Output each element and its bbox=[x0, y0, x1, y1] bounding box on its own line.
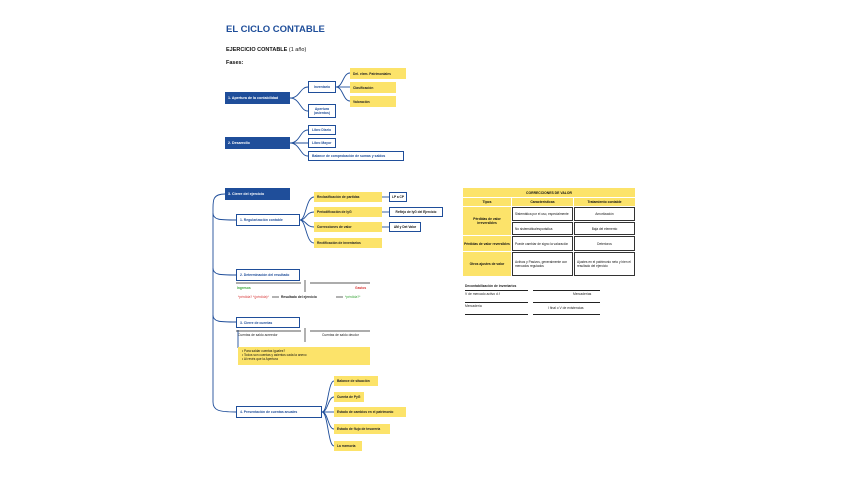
decontab-row2-left: Mercadería bbox=[465, 304, 482, 308]
presentacion-item: La memoria bbox=[334, 441, 362, 451]
regularizacion-target: AM y Det Valor bbox=[389, 222, 421, 232]
balance-comprobacion-node: Balance de comprobación de sumas y saldo… bbox=[308, 151, 404, 161]
cierre-cuentas-node: 3. Cierre de cuentas bbox=[236, 317, 300, 328]
presentacion-item: Balance de situación bbox=[334, 376, 378, 386]
phase1-node: 1. Apertura de la contabilidad bbox=[225, 92, 290, 104]
cierre-right: Cuentas de saldo deudor bbox=[322, 333, 359, 337]
decontab-rule bbox=[465, 302, 528, 303]
exercise-period: (1 año) bbox=[288, 47, 307, 53]
cierre-note: • Al revés que la Apertura bbox=[242, 357, 278, 362]
regularizacion-item: Reclasificación de partidas bbox=[314, 192, 382, 202]
libro-diario-node: Libro Diario bbox=[308, 125, 336, 135]
cierre-left: Cuentas de saldo acreedor bbox=[238, 333, 278, 337]
resultado-right-value: *pérdida?* bbox=[345, 295, 361, 299]
exercise-heading: EJERCICIO CONTABLE (1 año) bbox=[226, 47, 306, 53]
inventario-node: Inventario bbox=[308, 81, 336, 93]
corrections-char: Activos y Pasivos, generalmente con merc… bbox=[512, 252, 573, 276]
corrections-header: Tipos bbox=[463, 198, 511, 206]
corrections-type: Otros ajustes de valor bbox=[463, 252, 511, 276]
cierre-note: • Todos son cuentas y asientos cada la a… bbox=[242, 353, 307, 358]
regularizacion-item: Periodificación de IyG bbox=[314, 207, 382, 217]
libro-mayor-node: Libro Mayor bbox=[308, 138, 336, 148]
decontab-rule bbox=[465, 290, 528, 291]
presentacion-item: Estado de cambios en el patrimonio bbox=[334, 407, 406, 417]
phase2-node: 2. Desarrollo bbox=[225, 137, 290, 149]
corrections-header: Características bbox=[512, 198, 573, 206]
decontab-rule bbox=[533, 290, 600, 291]
presentacion-item: Cuenta de PyG bbox=[334, 392, 364, 402]
decontab-row2-right: I final o V de existencias bbox=[548, 306, 584, 310]
phase3-node: 3. Cierre del ejercicio bbox=[225, 188, 290, 200]
cierre-notes: • Para saldar cuentas iguales? • Todos s… bbox=[238, 347, 370, 365]
corrections-type: Pérdidas de valor reversibles bbox=[463, 236, 511, 251]
regularizacion-item: Correcciones de valor bbox=[314, 222, 382, 232]
corrections-title: CORRECCIONES DE VALOR bbox=[463, 188, 635, 197]
corrections-type: Pérdidas de valor irreversibles bbox=[463, 207, 511, 235]
corrections-treat: Amortización bbox=[574, 207, 635, 221]
phase1-item: Valoración bbox=[350, 96, 396, 107]
ingresos-label: Ingresos bbox=[237, 286, 251, 290]
corrections-char: Puede cambiar de signo la valoración bbox=[512, 236, 573, 251]
corrections-treat: Deterioros bbox=[574, 236, 635, 251]
decontab-rule bbox=[465, 314, 528, 315]
decontab-title: Decontabilización de inventarios bbox=[465, 284, 517, 288]
decontab-rule bbox=[533, 314, 600, 315]
phase1-item: Clasificación bbox=[350, 82, 396, 93]
resultado-node: 2. Determinación del resultado bbox=[236, 269, 300, 281]
phases-label: Fases: bbox=[226, 60, 244, 66]
corrections-header: Tratamiento contable bbox=[574, 198, 635, 206]
exercise-label: EJERCICIO CONTABLE bbox=[226, 47, 288, 53]
decontab-row1-right: Mercaderías bbox=[573, 292, 592, 296]
corrections-treat: Ajustes en el patrimonio neto y bien el … bbox=[574, 252, 635, 276]
decontab-row1-left: V de mercado activo d.f bbox=[465, 292, 500, 296]
presentacion-item: Estado de flujo de tesorería bbox=[334, 424, 390, 434]
page-title: EL CICLO CONTABLE bbox=[226, 24, 325, 35]
presentacion-node: 4. Presentación de cuentas anuales bbox=[236, 406, 322, 418]
cierre-note: • Para saldar cuentas iguales? bbox=[242, 349, 286, 353]
corrections-treat: Baja del elemento bbox=[574, 222, 635, 235]
regularizacion-item: Rectificación de inventarios bbox=[314, 238, 382, 248]
apertura-node: Apertura (asientos) bbox=[308, 104, 336, 118]
phase1-item: Del. elem. Patrimoniales bbox=[350, 68, 406, 79]
resultado-center: Resultado del ejercicio bbox=[281, 295, 317, 299]
corrections-char: Sistemática por el uso, especialmente bbox=[512, 207, 573, 221]
regularizacion-node: 1. Regularización contable bbox=[236, 214, 300, 226]
decontab-rule bbox=[533, 302, 600, 303]
regularizacion-target: LP a CP bbox=[389, 192, 407, 202]
corrections-char: No sistemática/esporádica bbox=[512, 222, 573, 235]
regularizacion-target: Reflejo de IyG del Ejercicio bbox=[389, 207, 443, 217]
gastos-label: Gastos bbox=[355, 286, 367, 290]
resultado-left-value: *pérdida? *(pérdida)* bbox=[238, 295, 269, 299]
